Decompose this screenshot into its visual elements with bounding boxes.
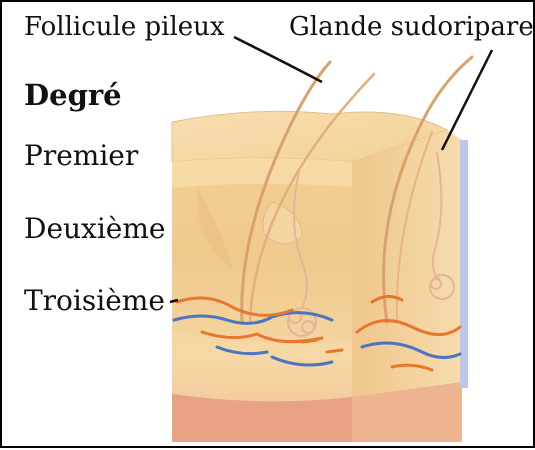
epidermis-layer <box>172 158 352 188</box>
follicle-leader-line <box>234 37 322 82</box>
second-degree-label: Deuxième <box>24 215 166 243</box>
third-degree-label: Troisième <box>24 287 165 315</box>
follicle-label: Follicule pileux <box>24 14 225 40</box>
first-degree-label: Premier <box>24 142 138 170</box>
degree-heading: Degré <box>24 81 122 110</box>
side-edge-band <box>460 140 468 388</box>
gland-leader-line <box>442 50 492 150</box>
sweat-gland-label: Glande sudoripare <box>289 14 534 40</box>
